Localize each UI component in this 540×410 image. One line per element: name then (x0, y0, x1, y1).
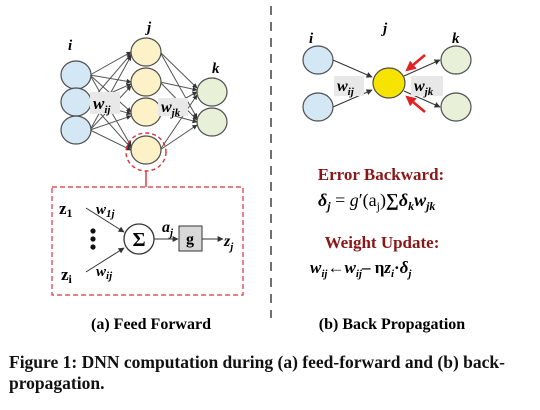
weight-label-bg (90, 92, 120, 114)
input-node (302, 92, 334, 122)
weight-jk-label: wjk (414, 78, 434, 98)
weight-update-title: Weight Update: (325, 233, 440, 252)
weight-update-formula: wij←wij– ηzi·δj (310, 258, 412, 280)
vertical-ellipsis (90, 228, 96, 250)
output-layer (196, 77, 228, 137)
aj-label: aj (162, 219, 174, 239)
w1j-label: w1j (96, 202, 116, 220)
back-propagation-panel: i j k wij wjk Error Backward: δj = g′(aj… (302, 21, 472, 333)
weight-ij-label: wij (93, 94, 111, 116)
input-node (60, 87, 92, 117)
dnn-figure: i j k wij wjk Σ g z1 w1j (51, 6, 472, 333)
layer-label-i: i (68, 38, 73, 54)
subcaption-b: (b) Back Propagation (319, 316, 465, 333)
weight-ij-label: wij (337, 78, 355, 98)
feed-forward-panel: i j k wij wjk Σ g z1 w1j (51, 20, 244, 333)
layer-label-i: i (309, 31, 314, 47)
sum-symbol: Σ (132, 229, 145, 251)
layer-label-j: j (381, 21, 388, 37)
layer-label-k: k (452, 31, 460, 47)
subcaption-a: (a) Feed Forward (91, 316, 211, 333)
weight-label-bg (411, 76, 443, 96)
output-node (196, 107, 228, 137)
output-node (440, 45, 472, 75)
hidden-node (130, 67, 162, 97)
backward-arrow (405, 54, 426, 72)
edge-input-to-j (332, 89, 373, 108)
error-backward-formula: δj = g′(aj)∑δkwjk (318, 190, 435, 213)
activation-label: g (186, 231, 194, 248)
hidden-layer (130, 37, 162, 165)
layer-label-j: j (145, 20, 152, 36)
error-backward-title: Error Backward: (318, 165, 444, 184)
edge-j-to-output (403, 90, 441, 108)
input-layer (60, 60, 92, 145)
zi-label: zi (61, 265, 73, 286)
output-node (196, 77, 228, 107)
wij-detail-label: wij (96, 264, 113, 282)
z1-label: z1 (59, 199, 73, 220)
weight-label-bg (334, 76, 364, 96)
input-node (302, 45, 334, 75)
hidden-node (130, 135, 162, 165)
edge-j-to-output (403, 59, 441, 77)
backward-arrow (405, 95, 426, 113)
weight-label-bg (158, 98, 188, 116)
layer-label-k: k (212, 61, 220, 77)
neuron-detail-box (51, 186, 244, 296)
hidden-node (130, 37, 162, 67)
zj-label: zj (223, 233, 234, 253)
weight-jk-label: wjk (161, 99, 181, 119)
edge-input-to-j (332, 59, 373, 78)
active-hidden-node (372, 67, 406, 99)
input-arrow-z1 (85, 207, 125, 233)
input-node (60, 115, 92, 145)
hidden-node (130, 97, 162, 127)
input-node (60, 60, 92, 90)
figure-caption: Figure 1: DNN computation during (a) fee… (9, 352, 505, 393)
input-arrow-zi (85, 247, 125, 273)
output-node (440, 92, 472, 122)
